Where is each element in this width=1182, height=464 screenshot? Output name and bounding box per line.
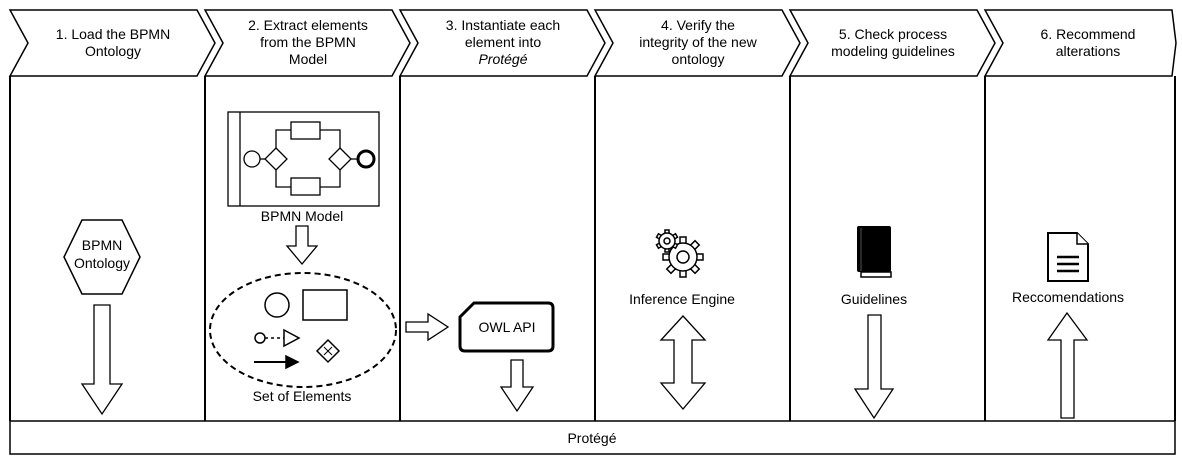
chevron-step-1 [8,9,216,77]
gear-icon [655,229,704,278]
step-1-title-line-1: 1. Load the BPMN [56,26,170,42]
step-1-title-line-2: Ontology [85,43,141,59]
step-2-title-line-1: 2. Extract elements [248,17,368,33]
set-of-elements-group [209,272,397,388]
inference-engine-label: Inference Engine [629,291,735,307]
chevron-step-3 [398,9,606,77]
step-4-title-line-1: 4. Verify the [661,17,735,33]
step-6-title-line-1: 6. Recommend [1041,26,1136,42]
down-arrow [853,314,895,420]
step-5-title-line-2: modeling guidelines [831,43,955,59]
ontology-label-line-2: Ontology [74,255,130,271]
chevron-step-5 [788,9,996,77]
step-3-title-line-3: Protégé [478,51,527,67]
recommendations-label: Reccomendations [1012,289,1124,305]
step-6-title-line-2: alterations [1056,43,1121,59]
step-4-title-line-2: integrity of the new [639,34,757,50]
set-of-elements-label: Set of Elements [253,388,352,404]
document-icon [1047,232,1089,282]
down-arrow [80,304,124,416]
ontology-label-line-1: BPMN [82,237,122,253]
guidelines-label: Guidelines [841,291,907,307]
right-arrow [405,312,450,342]
step-4-title-line-3: ontology [672,51,725,67]
down-arrow [285,225,319,266]
protege-label: Protégé [567,430,616,446]
hexagon-icon [63,219,141,295]
book-icon [857,226,892,278]
step-titles: 1. Load the BPMN Ontology 2. Extract ele… [56,17,1136,67]
bpmn-diagram-icon [227,111,380,207]
chevron-step-2 [203,9,411,77]
owl-api-label: OWL API [478,319,535,335]
process-chevrons [8,9,1177,77]
chevron-step-4 [593,9,801,77]
step-2-title-line-3: Model [289,51,327,67]
chevron-step-6 [983,9,1177,77]
api-card-icon [458,301,555,353]
down-arrow [499,359,535,413]
protege-bar [9,420,1176,455]
bpmn-model-label: BPMN Model [261,208,343,224]
column-separators [9,76,1176,421]
up-arrow [1046,311,1089,419]
step-3-title-line-2: element into [465,34,541,50]
step-5-title-line-1: 5. Check process [839,26,947,42]
step-3-title-line-1: 3. Instantiate each [446,17,560,33]
bidirectional-arrow [659,315,707,411]
step-2-title-line-2: from the BPMN [260,34,356,50]
